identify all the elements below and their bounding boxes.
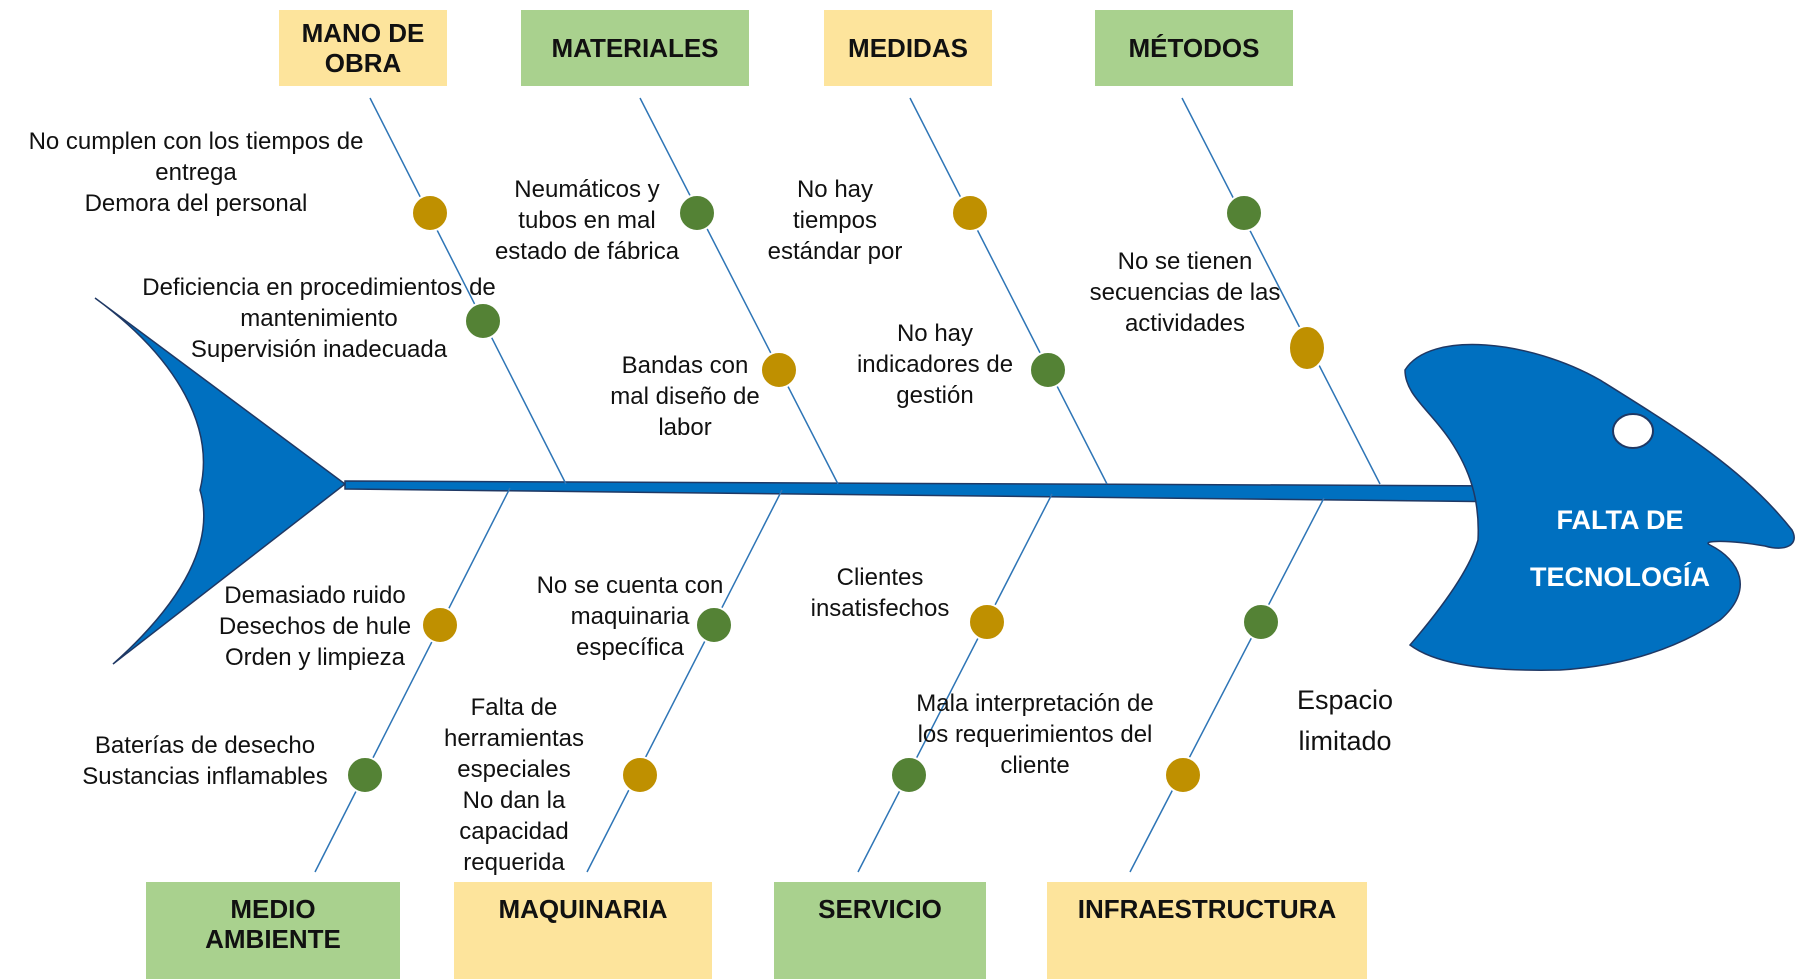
cause-maquinaria-1: No se cuenta con maquinaria específica xyxy=(536,572,724,661)
cause-mano-2: Deficiencia en procedimientos de manteni… xyxy=(142,274,496,363)
dot-metodos-1 xyxy=(1225,194,1263,232)
category-medidas: MEDIDAS xyxy=(824,10,992,86)
fish-spine xyxy=(344,480,1521,503)
category-label: MEDIO AMBIENTE xyxy=(205,894,341,954)
cause-medidas-1: No hay tiempos estándar por xyxy=(767,176,903,265)
bone-medio-ambiente xyxy=(314,487,511,873)
category-maquinaria: MAQUINARIA xyxy=(454,882,712,979)
dot-mano-2 xyxy=(464,302,502,340)
dot-medio-1 xyxy=(421,606,459,644)
bone-medidas xyxy=(909,97,1108,485)
cause-materiales-1: Neumáticos y tubos en mal estado de fábr… xyxy=(494,176,680,265)
category-medio-ambiente: MEDIO AMBIENTE xyxy=(146,882,400,979)
category-materiales: MATERIALES xyxy=(521,10,749,86)
category-label: SERVICIO xyxy=(818,894,942,924)
cause-medidas-2: No hay indicadores de gestión xyxy=(856,320,1014,409)
dot-medio-2 xyxy=(346,756,384,794)
dot-servicio-2 xyxy=(890,756,928,794)
dot-infra-2 xyxy=(1164,756,1202,794)
dot-mano-1 xyxy=(411,194,449,232)
bone-materiales xyxy=(639,97,839,485)
dot-medidas-1 xyxy=(951,194,989,232)
cause-servicio-1: Clientes insatisfechos xyxy=(810,564,950,622)
cause-infra-1: Espacio limitado xyxy=(1296,685,1394,756)
category-label: MANO DE OBRA xyxy=(301,18,425,78)
cause-servicio-2: Mala interpretación de los requerimiento… xyxy=(916,690,1154,779)
dot-maquinaria-2 xyxy=(621,756,659,794)
category-label: MAQUINARIA xyxy=(498,894,668,924)
dot-servicio-1 xyxy=(968,603,1006,641)
category-mano-de-obra: MANO DE OBRA xyxy=(279,10,447,86)
dot-materiales-2 xyxy=(760,351,798,389)
cause-mano-1: No cumplen con los tiempos de entrega De… xyxy=(28,128,364,217)
category-metodos: MÉTODOS xyxy=(1095,10,1293,86)
cause-materiales-2: Bandas con mal diseño de labor xyxy=(610,352,760,441)
effect-label: FALTA DE TECNOLOGÍA xyxy=(1530,505,1710,592)
bone-metodos xyxy=(1181,97,1381,485)
fish-head xyxy=(1404,343,1795,671)
category-label: MÉTODOS xyxy=(1128,33,1260,63)
fish-eye xyxy=(1612,413,1654,449)
cause-metodos-1: No se tienen secuencias de las actividad… xyxy=(1089,248,1281,337)
category-infraestructura: INFRAESTRUCTURA xyxy=(1047,882,1367,979)
bone-servicio xyxy=(857,493,1053,873)
bone-maquinaria xyxy=(586,489,783,873)
cause-maquinaria-2: Falta de herramientas especiales No dan … xyxy=(443,694,585,876)
category-label: INFRAESTRUCTURA xyxy=(1077,894,1337,924)
category-label: MATERIALES xyxy=(551,33,719,63)
cause-medio-2: Baterías de desecho Sustancias inflamabl… xyxy=(82,732,328,790)
fish-tail xyxy=(94,297,347,665)
cause-medio-1: Demasiado ruido Desechos de hule Orden y… xyxy=(218,582,412,671)
category-servicio: SERVICIO xyxy=(774,882,986,979)
bone-infraestructura xyxy=(1129,497,1325,873)
dot-materiales-1 xyxy=(678,194,716,232)
dot-metodos-2 xyxy=(1288,325,1326,371)
dot-infra-1 xyxy=(1242,603,1280,641)
category-label: MEDIDAS xyxy=(848,33,968,63)
dot-maquinaria-1 xyxy=(695,606,733,644)
dot-medidas-2 xyxy=(1029,351,1067,389)
bone-mano-de-obra xyxy=(369,97,567,485)
